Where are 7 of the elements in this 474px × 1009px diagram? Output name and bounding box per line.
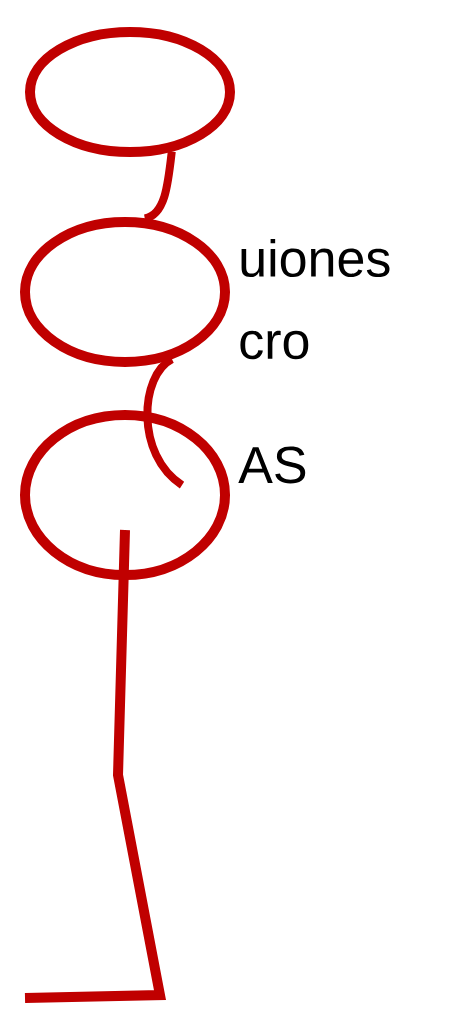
label-text: AS — [238, 446, 306, 484]
connector — [143, 151, 176, 223]
label-text: cro — [240, 330, 309, 360]
ellipse-shape — [20, 410, 230, 580]
ellipse-shape — [25, 27, 235, 157]
label-text: uiones — [241, 238, 390, 278]
ellipse-shape — [20, 217, 230, 367]
